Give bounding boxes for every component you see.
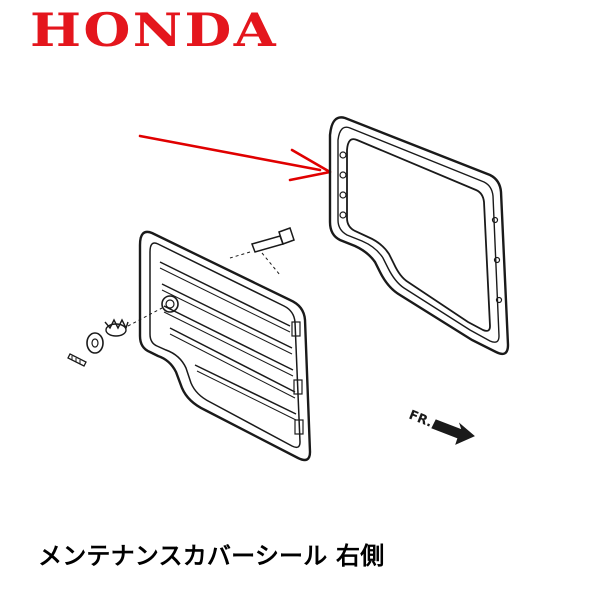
- honda-logo: HONDA: [30, 8, 278, 52]
- front-direction-label: FR.: [407, 408, 435, 431]
- front-direction-arrow-icon: [431, 419, 475, 445]
- product-caption: メンテナンスカバーシール 右側: [38, 542, 385, 570]
- highlight-arrow: [138, 134, 332, 182]
- bolt: [229, 227, 295, 276]
- maintenance-cover: [138, 230, 312, 462]
- maintenance-cover-seal: [328, 116, 510, 356]
- honda-logo-wordmark: HONDA: [30, 8, 278, 52]
- front-direction-indicator: FR.: [407, 408, 475, 445]
- latch-hardware: [67, 307, 163, 367]
